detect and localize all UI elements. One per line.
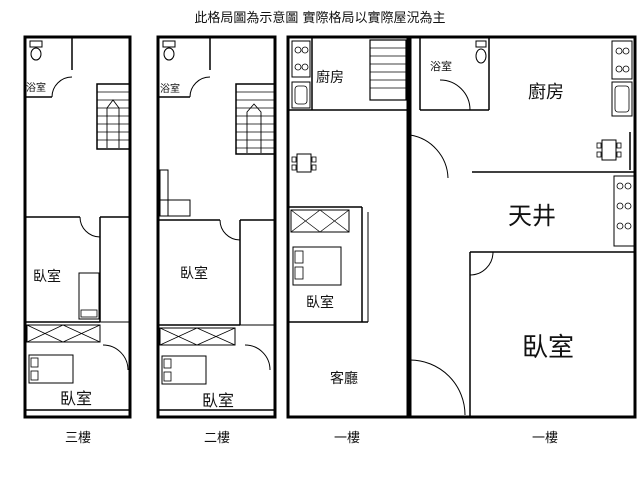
floor-2-outline	[156, 35, 277, 419]
stove-icon	[611, 40, 633, 80]
floor-3-bath-label: 浴室	[26, 81, 46, 94]
floor-1b-kitchen-label: 廚房	[528, 81, 564, 103]
floor-2-bedroom-front-label: 臥室	[202, 391, 234, 410]
disclaimer-note: 此格局圖為示意圖 實際格局以實際屋況為主	[194, 10, 445, 26]
floor-2-caption: 二樓	[204, 431, 230, 446]
wardrobe	[26, 324, 101, 343]
floor-3-caption: 三樓	[65, 431, 91, 446]
sofa-icon	[159, 199, 191, 217]
staircase	[235, 83, 276, 155]
toilet-icon	[475, 40, 487, 48]
floor-1a-caption: 一樓	[334, 431, 360, 446]
floor-2-plan	[156, 35, 277, 419]
floor-1a-living-label: 客廳	[330, 370, 358, 387]
sink-icon	[291, 81, 311, 109]
dining-table-icon	[296, 153, 312, 173]
toilet-icon	[29, 40, 43, 48]
bed-icon	[78, 272, 100, 320]
floor-1b-bedroom-label: 臥室	[522, 333, 574, 363]
floor-1a-plan	[286, 35, 410, 419]
floor-2-bedroom-mid-label: 臥室	[180, 265, 208, 282]
floor-3-bedroom-mid-label: 臥室	[33, 268, 61, 285]
floor-1b-outline	[408, 35, 637, 419]
floor-1a-kitchen-label: 廚房	[316, 69, 344, 86]
stove-icon	[291, 40, 311, 78]
floor-3-plan	[23, 35, 132, 419]
stove-icon	[613, 175, 635, 247]
wardrobe	[290, 209, 350, 233]
bed-icon	[292, 246, 342, 286]
bed-icon	[28, 354, 74, 384]
wardrobe	[159, 327, 236, 346]
floor-1a-bedroom-label: 臥室	[306, 294, 334, 311]
floor-2-bath-label: 浴室	[160, 82, 180, 95]
floor-3-bedroom-front-label: 臥室	[60, 389, 92, 408]
floor-1b-caption: 一樓	[532, 431, 558, 446]
bed-icon	[161, 355, 207, 385]
staircase	[369, 39, 407, 101]
floor-1b-bath-label: 浴室	[430, 59, 452, 73]
dining-table-icon	[601, 139, 617, 161]
floor-1a-outline	[286, 35, 410, 419]
toilet-icon	[162, 40, 176, 48]
floor-1b-plan	[408, 35, 637, 419]
floor-3-outline	[23, 35, 132, 419]
floor-1b-courtyard-label: 天井	[508, 202, 556, 230]
sink-icon	[611, 81, 633, 117]
staircase	[96, 83, 131, 150]
